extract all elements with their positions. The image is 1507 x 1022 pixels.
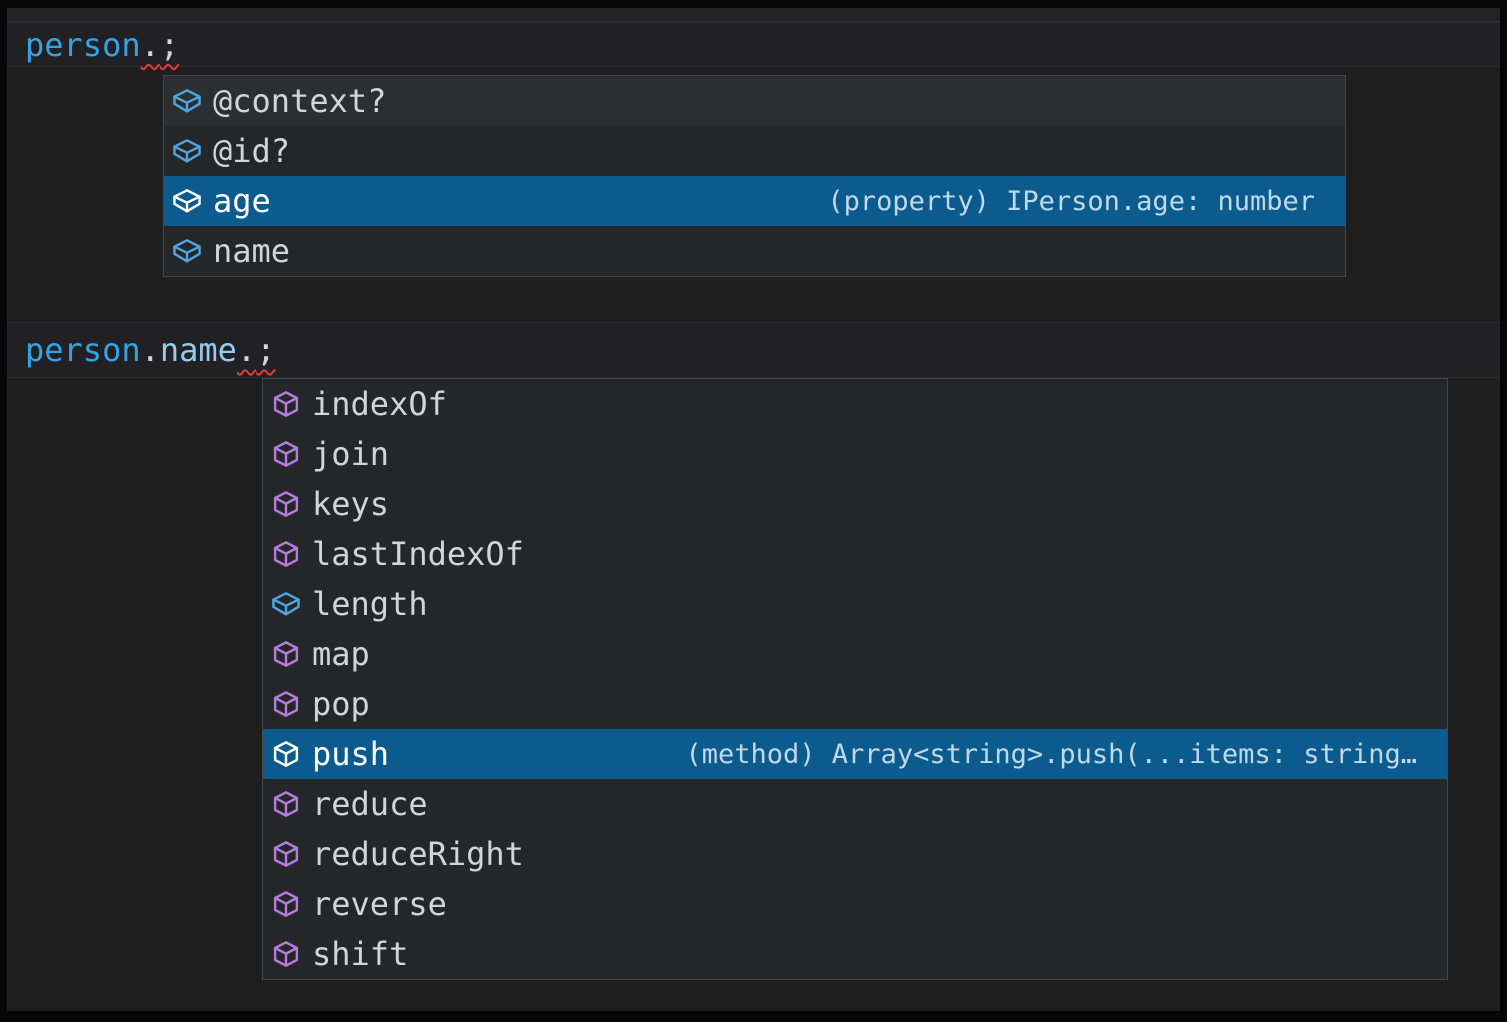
suggestion-row[interactable]: push (method) Array<string>.push(...item… bbox=[263, 729, 1447, 779]
code-editor[interactable]: person.; @context? @id? bbox=[7, 8, 1500, 1011]
suggestion-label: keys bbox=[312, 485, 390, 523]
suggestion-row[interactable]: lastIndexOf bbox=[263, 529, 1447, 579]
suggestion-row[interactable]: keys bbox=[263, 479, 1447, 529]
suggestion-detail: (property) IPerson.age: number bbox=[827, 185, 1315, 217]
symbol-method-icon bbox=[271, 639, 301, 669]
suggestion-row[interactable]: name bbox=[164, 226, 1345, 276]
symbol-method-icon bbox=[271, 539, 301, 569]
suggestion-label: shift bbox=[312, 935, 409, 973]
symbol-field-icon bbox=[172, 186, 202, 216]
suggestion-row[interactable]: age (property) IPerson.age: number bbox=[164, 176, 1345, 226]
suggestion-row[interactable]: length bbox=[263, 579, 1447, 629]
suggestion-popup-person-name: indexOf join keys bbox=[262, 378, 1448, 980]
code-line-person-name[interactable]: person.name.; bbox=[7, 322, 1500, 378]
suggestion-label: lastIndexOf bbox=[312, 535, 524, 573]
suggestion-label: age bbox=[213, 182, 271, 220]
code-token: . bbox=[140, 25, 160, 64]
code-line-person[interactable]: person.; bbox=[7, 22, 1500, 67]
symbol-method-icon bbox=[271, 939, 301, 969]
code-token: person bbox=[25, 25, 141, 64]
suggestion-label: indexOf bbox=[312, 385, 447, 423]
suggestion-label: @id? bbox=[213, 132, 291, 170]
suggestion-row[interactable]: @id? bbox=[164, 126, 1345, 176]
symbol-field-icon bbox=[172, 136, 202, 166]
symbol-method-icon bbox=[271, 739, 301, 769]
suggestion-row[interactable]: join bbox=[263, 429, 1447, 479]
code-token: name bbox=[159, 331, 237, 369]
suggestion-row[interactable]: map bbox=[263, 629, 1447, 679]
suggestion-label: join bbox=[312, 435, 390, 473]
code-token: ; bbox=[159, 25, 180, 64]
suggestion-row[interactable]: pop bbox=[263, 679, 1447, 729]
symbol-field-icon bbox=[172, 236, 202, 266]
suggestion-row[interactable]: reverse bbox=[263, 879, 1447, 929]
symbol-method-icon bbox=[271, 839, 301, 869]
suggestion-label: pop bbox=[312, 685, 370, 723]
suggestion-popup-person: @context? @id? age (property) IPerson.ag… bbox=[163, 75, 1346, 277]
symbol-method-icon bbox=[271, 389, 301, 419]
suggestion-label: length bbox=[312, 585, 428, 623]
suggestion-row[interactable]: shift bbox=[263, 929, 1447, 979]
symbol-field-icon bbox=[271, 589, 301, 619]
suggestion-row[interactable]: indexOf bbox=[263, 379, 1447, 429]
suggestion-row[interactable]: @context? bbox=[164, 76, 1345, 126]
suggestion-label: reverse bbox=[312, 885, 447, 923]
suggestion-label: push bbox=[312, 735, 390, 773]
suggestion-label: reduceRight bbox=[312, 835, 524, 873]
code-token: ; bbox=[256, 331, 276, 369]
symbol-method-icon bbox=[271, 789, 301, 819]
symbol-method-icon bbox=[271, 489, 301, 519]
symbol-method-icon bbox=[271, 439, 301, 469]
symbol-field-icon bbox=[172, 86, 202, 116]
top-chrome-strip bbox=[7, 8, 1500, 23]
suggestion-label: @context? bbox=[213, 82, 387, 120]
symbol-method-icon bbox=[271, 889, 301, 919]
code-token: person bbox=[25, 331, 141, 369]
code-token: . bbox=[140, 331, 160, 369]
suggestion-label: name bbox=[213, 232, 291, 270]
suggestion-label: reduce bbox=[312, 785, 428, 823]
suggestion-row[interactable]: reduceRight bbox=[263, 829, 1447, 879]
suggestion-detail: (method) Array<string>.push(...items: st… bbox=[685, 738, 1418, 770]
suggestion-row[interactable]: reduce bbox=[263, 779, 1447, 829]
symbol-method-icon bbox=[271, 689, 301, 719]
code-token: . bbox=[236, 331, 257, 369]
suggestion-label: map bbox=[312, 635, 370, 673]
